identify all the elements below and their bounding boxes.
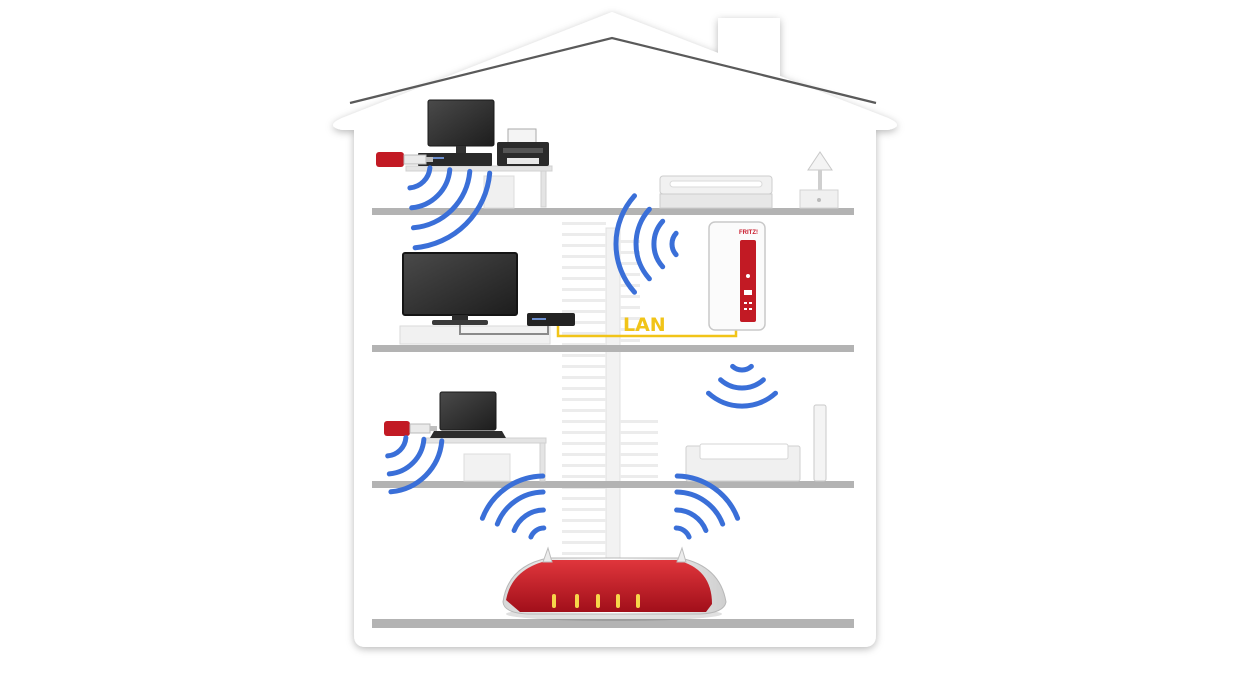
wifi-wave <box>494 489 546 527</box>
laptop-icon <box>430 391 506 438</box>
stair-step <box>620 431 658 434</box>
stair-step <box>620 295 640 298</box>
stair-step <box>562 332 606 335</box>
stair-step <box>562 420 606 423</box>
stair-step <box>562 464 606 467</box>
shelf-ground-floor <box>372 619 854 628</box>
desk-first-floor <box>423 437 547 482</box>
stair-step <box>562 255 606 258</box>
stair-step <box>562 530 606 533</box>
set-top-box-icon <box>527 313 575 326</box>
wifi-wave <box>613 193 637 295</box>
stair-step <box>562 310 606 313</box>
stair-step <box>562 376 606 379</box>
stair-step <box>620 240 640 243</box>
stair-step <box>620 251 640 254</box>
stair-step <box>562 343 606 346</box>
wifi-repeater-icon: FRITZ! <box>708 221 766 331</box>
wifi-wave <box>673 525 692 540</box>
wifi-wave <box>674 473 741 521</box>
wifi-signal-icon <box>479 473 547 540</box>
wifi-wave <box>479 473 546 521</box>
stair-step <box>562 552 606 555</box>
wifi-signal-icon <box>673 473 741 540</box>
lan-cable <box>556 326 738 338</box>
wifi-wave <box>674 507 709 533</box>
desktop-computer-icon <box>418 99 495 166</box>
wifi-wave <box>730 363 754 373</box>
stair-step <box>562 365 606 368</box>
wifi-wave <box>651 218 666 270</box>
wifi-wave <box>706 390 778 409</box>
usb-wifi-stick-icon <box>376 152 433 167</box>
tv-icon <box>402 252 518 325</box>
shelf-second-floor <box>372 345 854 352</box>
wifi-wave <box>409 167 453 211</box>
wifi-wave <box>511 507 546 533</box>
stair-step <box>620 262 640 265</box>
wifi-wave <box>674 489 726 527</box>
stair-step <box>562 475 606 478</box>
stair-step <box>562 442 606 445</box>
stair-step <box>620 339 640 342</box>
wifi-signal-icon <box>385 435 445 495</box>
stair-step <box>562 299 606 302</box>
stair-step <box>562 519 606 522</box>
stair-step <box>620 475 658 478</box>
wifi-wave <box>386 436 427 477</box>
stair-step <box>562 354 606 357</box>
stair-step <box>562 266 606 269</box>
stair-step <box>620 442 658 445</box>
stair-step <box>562 277 606 280</box>
sofa-icon <box>685 443 801 482</box>
lan-label: LAN <box>623 314 666 336</box>
stair-step <box>562 233 606 236</box>
wifi-wave <box>669 230 679 258</box>
stair-step <box>562 398 606 401</box>
wifi-wave <box>528 525 547 540</box>
stair-step <box>562 288 606 291</box>
stair-step <box>620 306 640 309</box>
stair-step <box>562 222 606 225</box>
stair-step <box>620 273 640 276</box>
router-icon <box>502 546 727 621</box>
printer-icon <box>497 128 549 166</box>
stair-step <box>620 317 640 320</box>
repeater-brand-label: FRITZ! <box>739 230 758 236</box>
wifi-wave <box>718 377 766 391</box>
wifi-wave <box>388 438 445 495</box>
wifi-wave <box>385 435 409 459</box>
tv-cable <box>459 325 549 335</box>
stair-step <box>562 541 606 544</box>
stair-step <box>562 497 606 500</box>
stair-step <box>562 431 606 434</box>
wifi-signal-icon <box>706 363 778 409</box>
stair-step <box>620 464 658 467</box>
bed-icon <box>659 175 773 209</box>
stair-step <box>562 409 606 412</box>
stair-step <box>620 453 658 456</box>
stair-step <box>562 508 606 511</box>
wifi-signals <box>385 165 778 540</box>
stair-step <box>562 244 606 247</box>
stair-step <box>620 420 658 423</box>
stair-step <box>562 453 606 456</box>
wifi-wave <box>407 165 433 191</box>
usb-wifi-stick-icon <box>384 421 437 436</box>
wifi-wave <box>633 206 652 282</box>
stair-step <box>620 328 640 331</box>
lamp-icon <box>799 151 839 209</box>
wifi-signal-icon <box>613 193 679 295</box>
wifi-wave <box>412 170 493 251</box>
wifi-signal-icon <box>407 165 493 251</box>
stair-step <box>562 321 606 324</box>
shelf-first-floor <box>372 481 854 488</box>
floor-shelves <box>372 208 854 628</box>
stair-step <box>562 387 606 390</box>
speaker-icon <box>813 404 827 482</box>
wifi-wave <box>410 168 473 231</box>
shelf-top-floor <box>372 208 854 215</box>
